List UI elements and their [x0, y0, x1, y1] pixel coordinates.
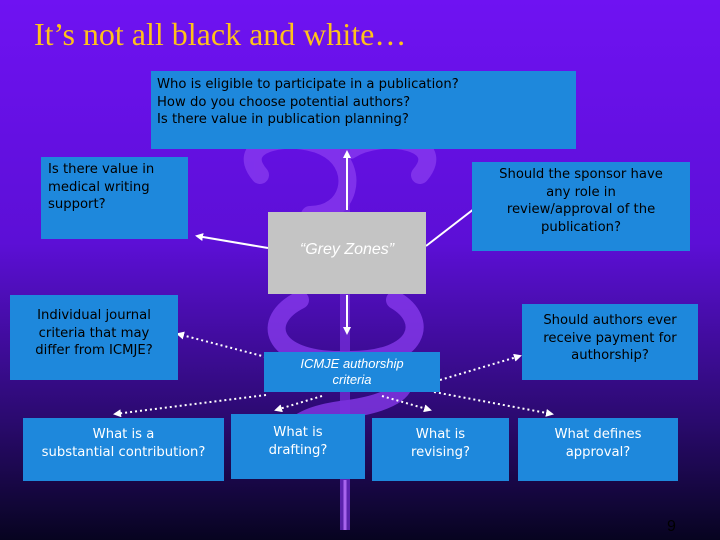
dotted-arrow-bottom-2	[276, 396, 322, 410]
medical-writing-text: Is there value in medical writing suppor…	[48, 161, 181, 214]
medical-writing-box: Is there value in medical writing suppor…	[41, 157, 188, 239]
approval-text: What defines approval?	[522, 426, 674, 461]
drafting-text: What is drafting?	[235, 424, 361, 459]
icmje-criteria-text: ICMJE authorship criteria	[268, 356, 436, 388]
page-number: 9	[667, 518, 676, 536]
dotted-arrow-left-mid	[178, 334, 266, 357]
substantial-contribution-box: What is a substantial contribution?	[23, 418, 224, 481]
author-payment-box: Should authors ever receive payment for …	[522, 304, 698, 380]
dotted-arrow-bottom-1	[115, 395, 266, 414]
journal-criteria-text: Individual journal criteria that may dif…	[14, 307, 174, 360]
author-payment-text: Should authors ever receive payment for …	[526, 312, 694, 365]
substantial-contribution-text: What is a substantial contribution?	[27, 426, 220, 461]
sponsor-role-box: Should the sponsor have any role in revi…	[472, 162, 690, 251]
grey-zones-box: “Grey Zones”	[268, 212, 426, 294]
drafting-box: What is drafting?	[231, 414, 365, 479]
icmje-criteria-box: ICMJE authorship criteria	[264, 352, 440, 392]
revising-text: What is revising?	[376, 426, 505, 461]
dotted-arrow-bottom-4	[434, 392, 552, 414]
grey-zones-label: “Grey Zones”	[300, 241, 394, 258]
dotted-arrow-right-mid	[440, 356, 520, 380]
journal-criteria-box: Individual journal criteria that may dif…	[10, 295, 178, 380]
approval-box: What defines approval?	[518, 418, 678, 481]
top-question-text: Who is eligible to participate in a publ…	[157, 76, 570, 129]
revising-box: What is revising?	[372, 418, 509, 481]
top-question-box: Who is eligible to participate in a publ…	[151, 71, 576, 149]
arrow-left	[197, 236, 268, 248]
dotted-arrow-bottom-3	[382, 396, 430, 410]
sponsor-role-text: Should the sponsor have any role in revi…	[476, 166, 686, 236]
